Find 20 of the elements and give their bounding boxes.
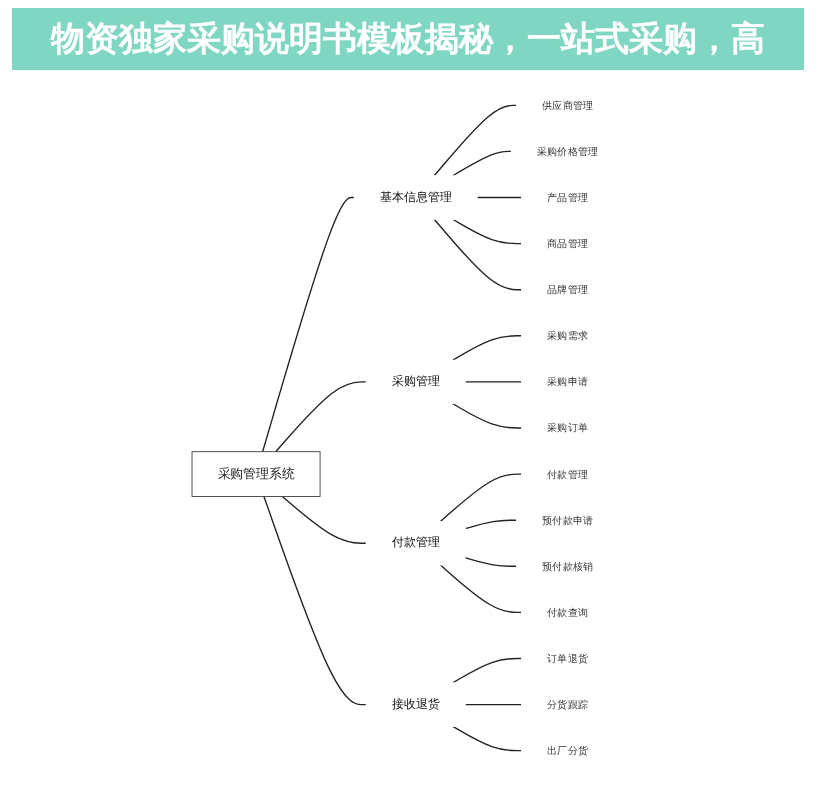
connector	[464, 381, 523, 383]
connector	[452, 218, 523, 245]
connector	[464, 703, 523, 706]
connector	[439, 564, 523, 614]
connector	[452, 335, 523, 361]
title-banner: 物资独家采购说明书模板揭秘，一站式采购，高	[12, 8, 804, 70]
connector	[433, 104, 518, 177]
connector	[261, 196, 355, 453]
connector	[275, 381, 367, 453]
connector	[439, 473, 523, 523]
connector	[464, 519, 518, 530]
connector	[433, 218, 523, 291]
connector	[476, 196, 523, 199]
connector	[464, 557, 518, 567]
connector	[263, 495, 367, 706]
connector	[281, 495, 367, 544]
connector	[452, 657, 523, 684]
connector	[452, 150, 512, 177]
connector	[452, 403, 523, 429]
connector	[452, 725, 523, 752]
